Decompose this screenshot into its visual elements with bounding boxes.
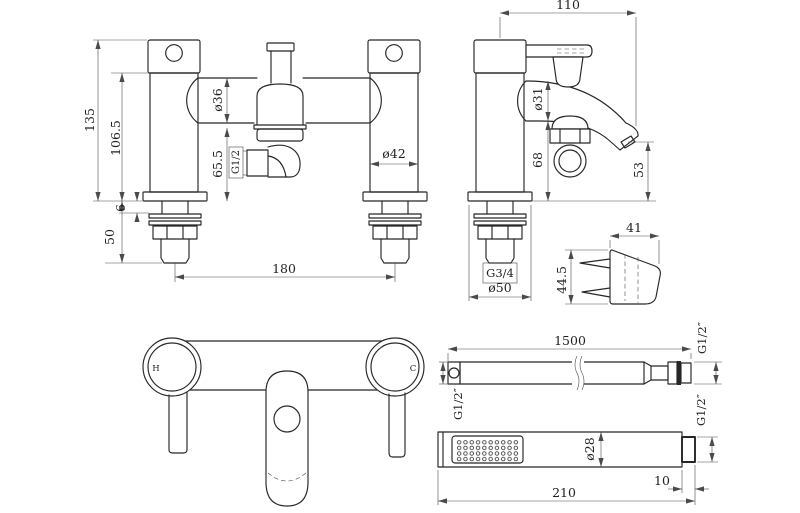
diverter-knob [273, 405, 301, 433]
handle-top-icon [165, 44, 183, 62]
label-handset-thread: G1/2″ [694, 393, 708, 426]
handshower-outlet [246, 149, 269, 177]
wall-bracket: 41 44.5 [554, 220, 662, 305]
dim-bracket-height: 44.5 [554, 266, 569, 294]
dim-tap-centres: 180 [272, 261, 296, 276]
bracket-pin [579, 258, 611, 269]
hose-corrugation [459, 361, 645, 385]
cold-handle [365, 337, 425, 397]
dim-bracket-width: 41 [626, 220, 642, 235]
side-dimensions: 110 ø31 68 53 G3/4 ø50 [468, 0, 656, 301]
shower-handset: ø28 G1/2″ 10 210 [437, 393, 718, 505]
front-left-pillar [142, 39, 208, 264]
hose-dimensions: 1500 [447, 333, 692, 361]
label-cold: C [410, 364, 417, 374]
dim-outlet-height: 65.5 [210, 150, 225, 178]
hot-handle [142, 337, 202, 397]
dim-handset-diameter: ø28 [582, 437, 597, 460]
dim-body-height: 106.5 [108, 120, 123, 156]
front-dimensions: 135 106.5 ø36 65.5 G1/2 6 50 180 ø42 [82, 39, 418, 282]
dim-base-diameter: ø50 [488, 280, 511, 295]
spout-body [265, 370, 309, 507]
dim-body-diameter: ø36 [210, 88, 225, 111]
handle-top-icon [385, 44, 403, 62]
dim-plate-thickness: 6 [113, 204, 128, 212]
handset-connector [681, 436, 696, 463]
side-pillar [467, 39, 533, 264]
label-outlet-thread: G1/2 [231, 150, 242, 174]
top-view: H C [142, 337, 425, 507]
handset-dimensions: ø28 G1/2″ 10 210 [437, 393, 718, 505]
hose-nut-band [677, 361, 681, 385]
dim-connector-length: 10 [654, 473, 670, 488]
spray-face [451, 435, 524, 464]
dim-spout-outlet-height: 53 [631, 162, 646, 178]
bracket-dimensions: 41 44.5 [554, 220, 660, 305]
label-hose-inlet-thread: G1/2″ [451, 387, 465, 420]
front-diverter [246, 42, 307, 178]
hot-lever [168, 391, 188, 454]
side-view: 110 ø31 68 53 G3/4 ø50 [467, 0, 656, 301]
dim-overall-height: 135 [82, 108, 97, 132]
front-right-pillar [362, 39, 428, 264]
dim-spout-diameter: ø31 [530, 87, 545, 110]
dim-pillar-diameter: ø42 [382, 146, 405, 161]
side-handshower-outlet [549, 115, 591, 178]
label-hose-outlet-thread: G1/2″ [695, 321, 709, 354]
aerator [256, 128, 304, 142]
shower-hose: 1500 G1/2″ G1/2″ [439, 321, 722, 420]
label-tail-thread: G3/4 [486, 266, 514, 280]
label-hot: H [152, 364, 159, 374]
cold-lever [388, 392, 406, 458]
dim-spout-reach: 110 [556, 0, 580, 12]
hose-thread-dimensions: G1/2″ G1/2″ [439, 321, 722, 420]
dim-tail-length: 50 [102, 229, 117, 245]
spray-nozzles [456, 439, 519, 462]
front-view: 135 106.5 ø36 65.5 G1/2 6 50 180 ø42 [82, 39, 428, 282]
side-lever [525, 44, 593, 88]
dim-outlet-height-68: 68 [530, 152, 545, 168]
bracket-pin [581, 287, 611, 298]
dim-hose-length: 1500 [554, 333, 586, 348]
dim-handset-length: 210 [552, 485, 576, 500]
